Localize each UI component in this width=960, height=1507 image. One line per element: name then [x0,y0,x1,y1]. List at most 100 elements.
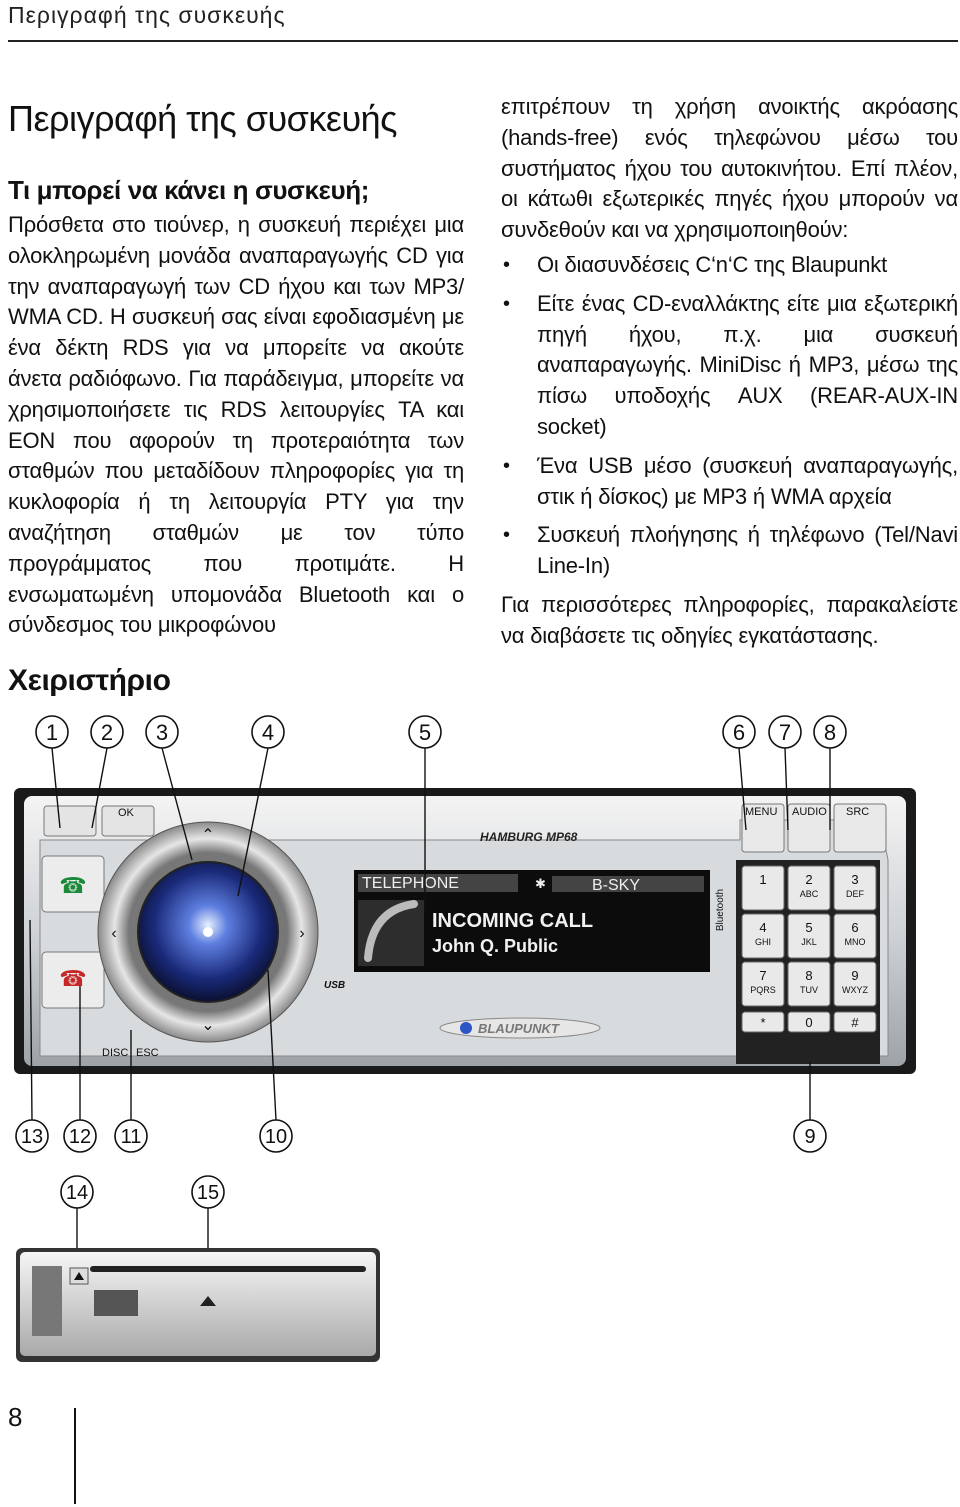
keypad-key-5[interactable] [787,913,831,959]
keypad-key-2[interactable] [787,865,831,911]
esc-label: ESC [136,1047,159,1059]
right-column: επιτρέπουν τη χρήση ανοικτής ακρόασης (h… [501,92,958,652]
keypad-letters: PQRS [750,985,776,995]
cd-slot-panel [16,1248,380,1362]
cd-slot[interactable] [90,1266,366,1272]
callout-label: 2 [101,720,113,745]
bluetooth-icon: ✱ [535,876,546,891]
keypad-digit: 3 [851,872,858,887]
intro-paragraph: Πρόσθετα στο τιούνερ, η συσκευή περιέχει… [8,212,464,638]
keypad-digit: 6 [851,920,858,935]
menu-button[interactable] [741,803,785,853]
usb-label: USB [324,980,345,991]
answer-call-button[interactable] [41,855,105,913]
callouts-top [35,715,847,749]
keypad-key-1[interactable] [741,865,785,911]
callouts-bottom [15,1119,827,1209]
list-item: •Ένα USB μέσο (συσκευή αναπαραγωγής, στι… [503,452,958,509]
up-arrow-icon[interactable]: ⌃ [201,827,214,844]
callout-label: 8 [824,720,836,745]
callout-label: 5 [419,720,431,745]
header-rule [8,40,958,42]
display-network: B-SKY [592,877,640,894]
page-number: 8 [8,1402,23,1432]
bullet-icon: • [503,292,510,315]
callout-label: 10 [265,1126,287,1148]
keypad-key-star[interactable] [741,1011,785,1033]
bullet-icon: • [503,524,510,547]
keypad-digit: 9 [851,968,858,983]
ok-button[interactable] [101,805,155,837]
callout-label: 15 [197,1182,219,1204]
src-button[interactable] [833,803,887,853]
keypad-key-4[interactable] [741,913,785,959]
keypad-key-hash[interactable] [833,1011,877,1033]
callout-label: 11 [121,1126,142,1148]
closing-paragraph: Για περισσότερες πληροφορίες, παρακαλείσ… [501,591,958,648]
keypad-digit: 2 [805,872,812,887]
bullet-icon: • [503,454,510,477]
keypad-digit: 4 [759,920,766,935]
keypad-key-8[interactable] [787,961,831,1007]
display-caller-name: John Q. Public [432,936,558,956]
brand-name: BLAUPUNKT [478,1021,560,1036]
keypad-digit: 0 [805,1015,812,1030]
list-item: •Συσκευή πλοήγησης ή τηλέφωνο (Tel/Navi … [503,522,958,579]
callout-label: 7 [779,720,791,745]
display-mode: TELEPHONE [362,875,459,892]
src-label: SRC [846,806,869,818]
callout-label: 12 [69,1126,91,1148]
running-header: Περιγραφή της συσκευής [8,2,286,28]
device-diagram: 1 2 3 4 5 6 7 8 OK MENU AUDIO SRC HAMBUR… [14,715,916,1362]
keypad-letters: DEF [846,889,865,899]
bluetooth-label: Bluetooth [715,889,726,931]
keypad-digit: * [760,1015,765,1030]
keypad-key-6[interactable] [833,913,877,959]
section-subtitle: Τι μπορεί να κάνει η συσκευή; [8,175,369,205]
callout-label: 9 [804,1126,815,1148]
list-item: •Είτε ένας CD-εναλλάκτης είτε μια εξωτερ… [503,290,958,439]
left-arrow-icon[interactable]: ‹ [111,925,116,942]
model-name: HAMBURG MP68 [480,830,578,844]
keypad-digit: 5 [805,920,812,935]
keypad-letters: JKL [801,937,817,947]
controls-section-title: Χειριστήριο [8,664,171,697]
keypad-key-9[interactable] [833,961,877,1007]
right-arrow-icon[interactable]: › [299,925,304,942]
car-radio-faceplate: OK MENU AUDIO SRC HAMBURG MP68 ☎ ☎ ⌃ ⌄ ‹… [14,788,916,1074]
callout-label: 14 [66,1182,88,1204]
bullet-icon: • [503,253,510,276]
keypad-letters: GHI [755,937,771,947]
keypad-letters: TUV [800,985,818,995]
insert-arrow-icon [200,1296,216,1306]
callout-label: 6 [733,720,745,745]
list-item: •Οι διασυνδέσεις C‘n‘C της Blaupunkt [501,250,958,281]
keypad-key-3[interactable] [833,865,877,911]
usb-port[interactable] [94,1290,138,1316]
disc-label: DISC [102,1047,128,1059]
audio-sources-list: •Οι διασυνδέσεις C‘n‘C της Blaupunkt •Εί… [501,250,958,582]
display-call-status: INCOMING CALL [432,910,593,932]
callout-label: 13 [21,1126,43,1148]
knob-center-light [203,927,213,937]
phone-answer-icon: ☎ [59,873,86,898]
keypad-key-7[interactable] [741,961,785,1007]
continued-paragraph: επιτρέπουν τη χρήση ανοικτής ακρόασης (h… [501,94,958,243]
footer-rule [74,1408,76,1504]
end-call-button[interactable] [41,951,105,1009]
menu-label: MENU [745,806,777,818]
down-arrow-icon[interactable]: ⌄ [201,1017,214,1034]
keypad-letters: WXYZ [842,985,869,995]
brand-logo-icon [460,1022,472,1034]
callout-label: 1 [46,720,58,745]
ok-label: OK [118,807,135,819]
page-title: Περιγραφή της συσκευής [8,98,398,139]
keypad-key-0[interactable] [787,1011,831,1033]
callout-label: 4 [262,720,274,745]
keypad-digit: # [851,1015,859,1030]
eject-button[interactable] [43,805,97,837]
keypad-digit: 1 [759,872,766,887]
callout-label: 3 [156,720,168,745]
connector-panel [32,1266,62,1336]
